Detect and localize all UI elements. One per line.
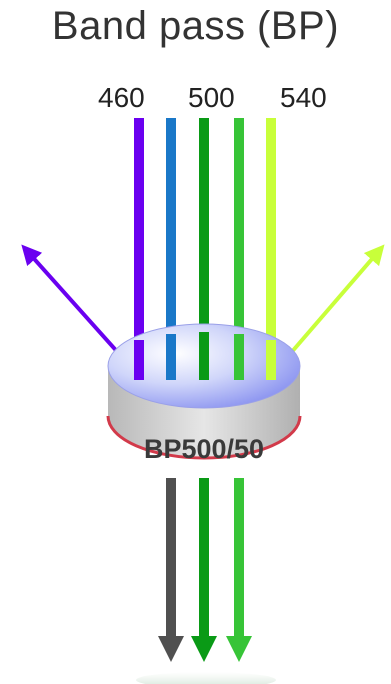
transmitted-beam-green — [234, 478, 244, 640]
transmitted-beams — [158, 478, 252, 662]
transmitted-beam-dark-green — [199, 478, 209, 640]
arrow-head-gray — [158, 636, 184, 662]
beam-lime — [266, 118, 276, 380]
wavelength-label-500: 500 — [188, 82, 235, 113]
arrow-head-green — [226, 636, 252, 662]
wavelength-label-460: 460 — [98, 82, 145, 113]
beam-dark-green — [199, 118, 209, 380]
arrow-head-dark-green — [191, 636, 217, 662]
beam-green — [234, 118, 244, 380]
transmitted-beam-gray — [166, 478, 176, 640]
filter-label: BP500/50 — [144, 434, 264, 464]
beam-blue — [166, 118, 176, 380]
diagram-title: Band pass (BP) — [51, 4, 340, 48]
beam-violet — [134, 118, 144, 380]
bottom-glow — [136, 672, 276, 684]
wavelength-label-540: 540 — [280, 82, 327, 113]
filter-disc — [106, 323, 302, 460]
